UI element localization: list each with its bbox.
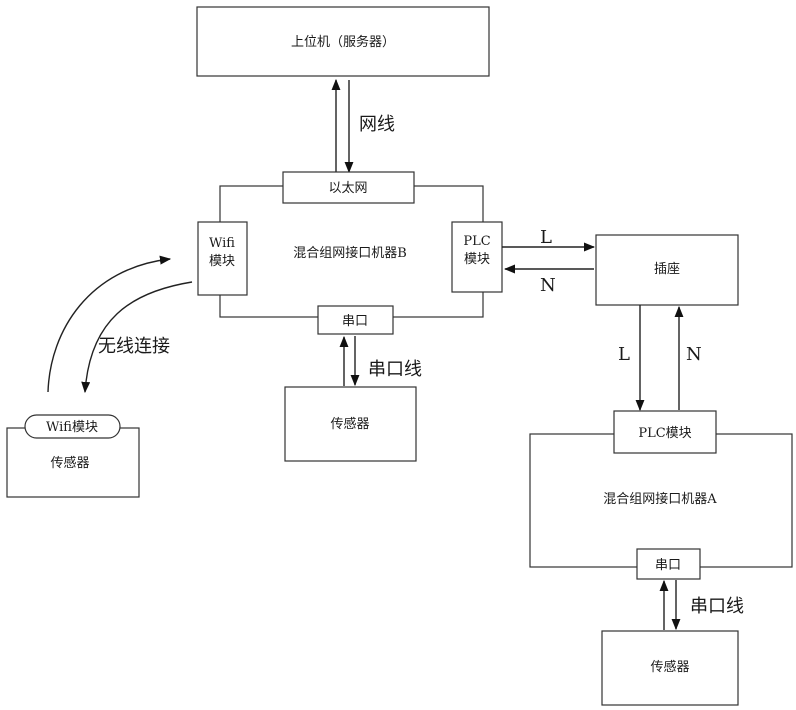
serial-port-a-label: 串口 — [655, 558, 681, 573]
plc-socket-connector: L N — [502, 227, 594, 296]
host-server-label: 上位机（服务器） — [291, 34, 395, 50]
serial-cable-a-connector: 串口线 — [664, 580, 744, 630]
plc-module-a-label: PLC模块 — [638, 426, 691, 441]
sensor-a-node: 传感器 — [602, 631, 738, 705]
machine-b-label: 混合组网接口机器B — [293, 245, 407, 261]
socket-plc-a-n-label: N — [686, 344, 702, 365]
wifi-sensor-module-label: Wifi模块 — [46, 420, 98, 435]
serial-port-b-label: 串口 — [342, 314, 368, 329]
wifi-module-b: Wifi 模块 — [198, 222, 247, 295]
socket-plc-a-connector: L N — [618, 305, 702, 410]
machine-a-label: 混合组网接口机器A — [603, 491, 717, 507]
machine-a-node: 混合组网接口机器A — [530, 434, 792, 567]
serial-cable-b-connector: 串口线 — [344, 336, 422, 386]
socket-plc-a-l-label: L — [618, 344, 630, 365]
sensor-b-node: 传感器 — [285, 387, 416, 461]
socket-node: 插座 — [596, 235, 738, 305]
plc-socket-n-label: N — [540, 275, 556, 296]
sensor-b-label: 传感器 — [330, 416, 369, 432]
plc-module-a: PLC模块 — [614, 411, 716, 453]
socket-label: 插座 — [654, 262, 680, 277]
sensor-a-label: 传感器 — [650, 659, 689, 675]
host-server-node: 上位机（服务器） — [197, 7, 489, 76]
machine-b-node: 混合组网接口机器B — [220, 186, 483, 317]
serial-cable-b-label: 串口线 — [368, 359, 422, 380]
wifi-module-b-label-2: 模块 — [209, 254, 235, 269]
wireless-connector: 无线连接 — [48, 259, 192, 392]
plc-module-b-label-1: PLC — [463, 234, 490, 249]
ethernet-label: 以太网 — [328, 181, 367, 196]
plc-module-b: PLC 模块 — [452, 222, 502, 292]
network-cable-label: 网线 — [359, 114, 395, 135]
network-cable-connector: 网线 — [336, 80, 395, 172]
plc-socket-l-label: L — [540, 227, 552, 248]
wireless-label: 无线连接 — [98, 336, 170, 357]
serial-port-b: 串口 — [318, 306, 393, 334]
wifi-sensor-label: 传感器 — [50, 455, 89, 471]
wifi-module-b-label-1: Wifi — [209, 236, 235, 251]
ethernet-module: 以太网 — [283, 172, 414, 203]
serial-cable-a-label: 串口线 — [690, 596, 744, 617]
plc-module-b-label-2: 模块 — [464, 252, 490, 267]
serial-port-a: 串口 — [637, 549, 700, 579]
wifi-sensor-module: Wifi模块 — [25, 415, 120, 438]
